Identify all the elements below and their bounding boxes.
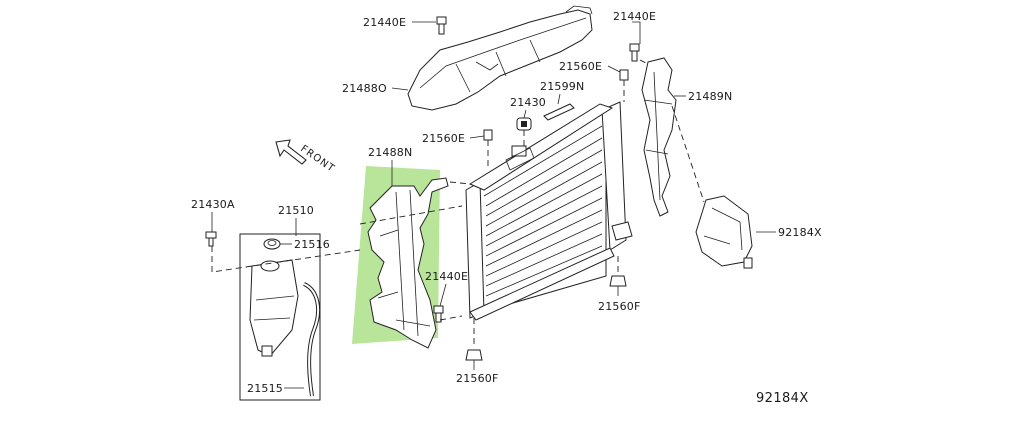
label-side-seal-left: 21488N: [368, 146, 412, 159]
dashed-line-9: [449, 181, 471, 185]
label-reservoir-cap: 21516: [294, 238, 330, 251]
mount-bottom-left-part[interactable]: [465, 349, 483, 361]
side-seal-left-part[interactable]: [367, 177, 449, 349]
dashed-line-1: [211, 246, 361, 273]
reservoir-tank-part[interactable]: [249, 259, 299, 357]
clip-upper-left-part[interactable]: [436, 16, 447, 35]
mount-insulator-part[interactable]: [516, 117, 532, 131]
label-clip-lower: 21440E: [425, 270, 468, 283]
diagram-code: 92184X: [756, 391, 809, 406]
seal-strip-part[interactable]: [543, 103, 575, 121]
label-mount-top-left: 21560E: [422, 132, 465, 145]
dashed-line-11: [671, 105, 705, 203]
upper-seal-part[interactable]: [407, 5, 593, 111]
reservoir-hose-part[interactable]: [303, 282, 321, 397]
clip-lower-part[interactable]: [433, 305, 444, 323]
bracket-part[interactable]: [695, 195, 753, 269]
label-mount-bottom-right: 21560F: [598, 300, 641, 313]
leader-lines: [211, 21, 776, 389]
dashed-line-10: [639, 59, 649, 65]
clip-upper-right-part[interactable]: [629, 43, 640, 62]
reservoir-box: [239, 233, 321, 401]
dashed-line-2: [359, 205, 463, 225]
front-arrow-icon: [275, 139, 307, 165]
label-mount-top-right: 21560E: [559, 60, 602, 73]
label-seal-strip: 21599N: [540, 80, 584, 93]
label-side-seal-right: 21489N: [688, 90, 732, 103]
radiator-part[interactable]: [465, 69, 633, 321]
dashed-line-3: [439, 315, 463, 321]
front-direction-indicator: FRONT: [275, 139, 337, 175]
label-hose: 21515: [247, 382, 283, 395]
label-upper-clip-left: 21440E: [363, 16, 406, 29]
label-upper-seal: 21488O: [342, 82, 387, 95]
reservoir-bolt-part[interactable]: [205, 231, 217, 247]
mount-pin-top-left: [483, 129, 493, 141]
label-reservoir-assy: 21510: [278, 204, 314, 217]
reservoir-cap-part[interactable]: [263, 238, 281, 250]
label-bracket: 92184X: [778, 226, 822, 239]
mount-pin-top-right: [619, 69, 629, 81]
side-seal-right-part[interactable]: [641, 57, 677, 217]
mount-bottom-right-part[interactable]: [609, 275, 627, 287]
label-mount-insulator: 21430: [510, 96, 546, 109]
label-upper-clip-right: 21440E: [613, 10, 656, 23]
label-mount-bottom-left: 21560F: [456, 372, 499, 385]
label-reservoir-bolt: 21430A: [191, 198, 235, 211]
